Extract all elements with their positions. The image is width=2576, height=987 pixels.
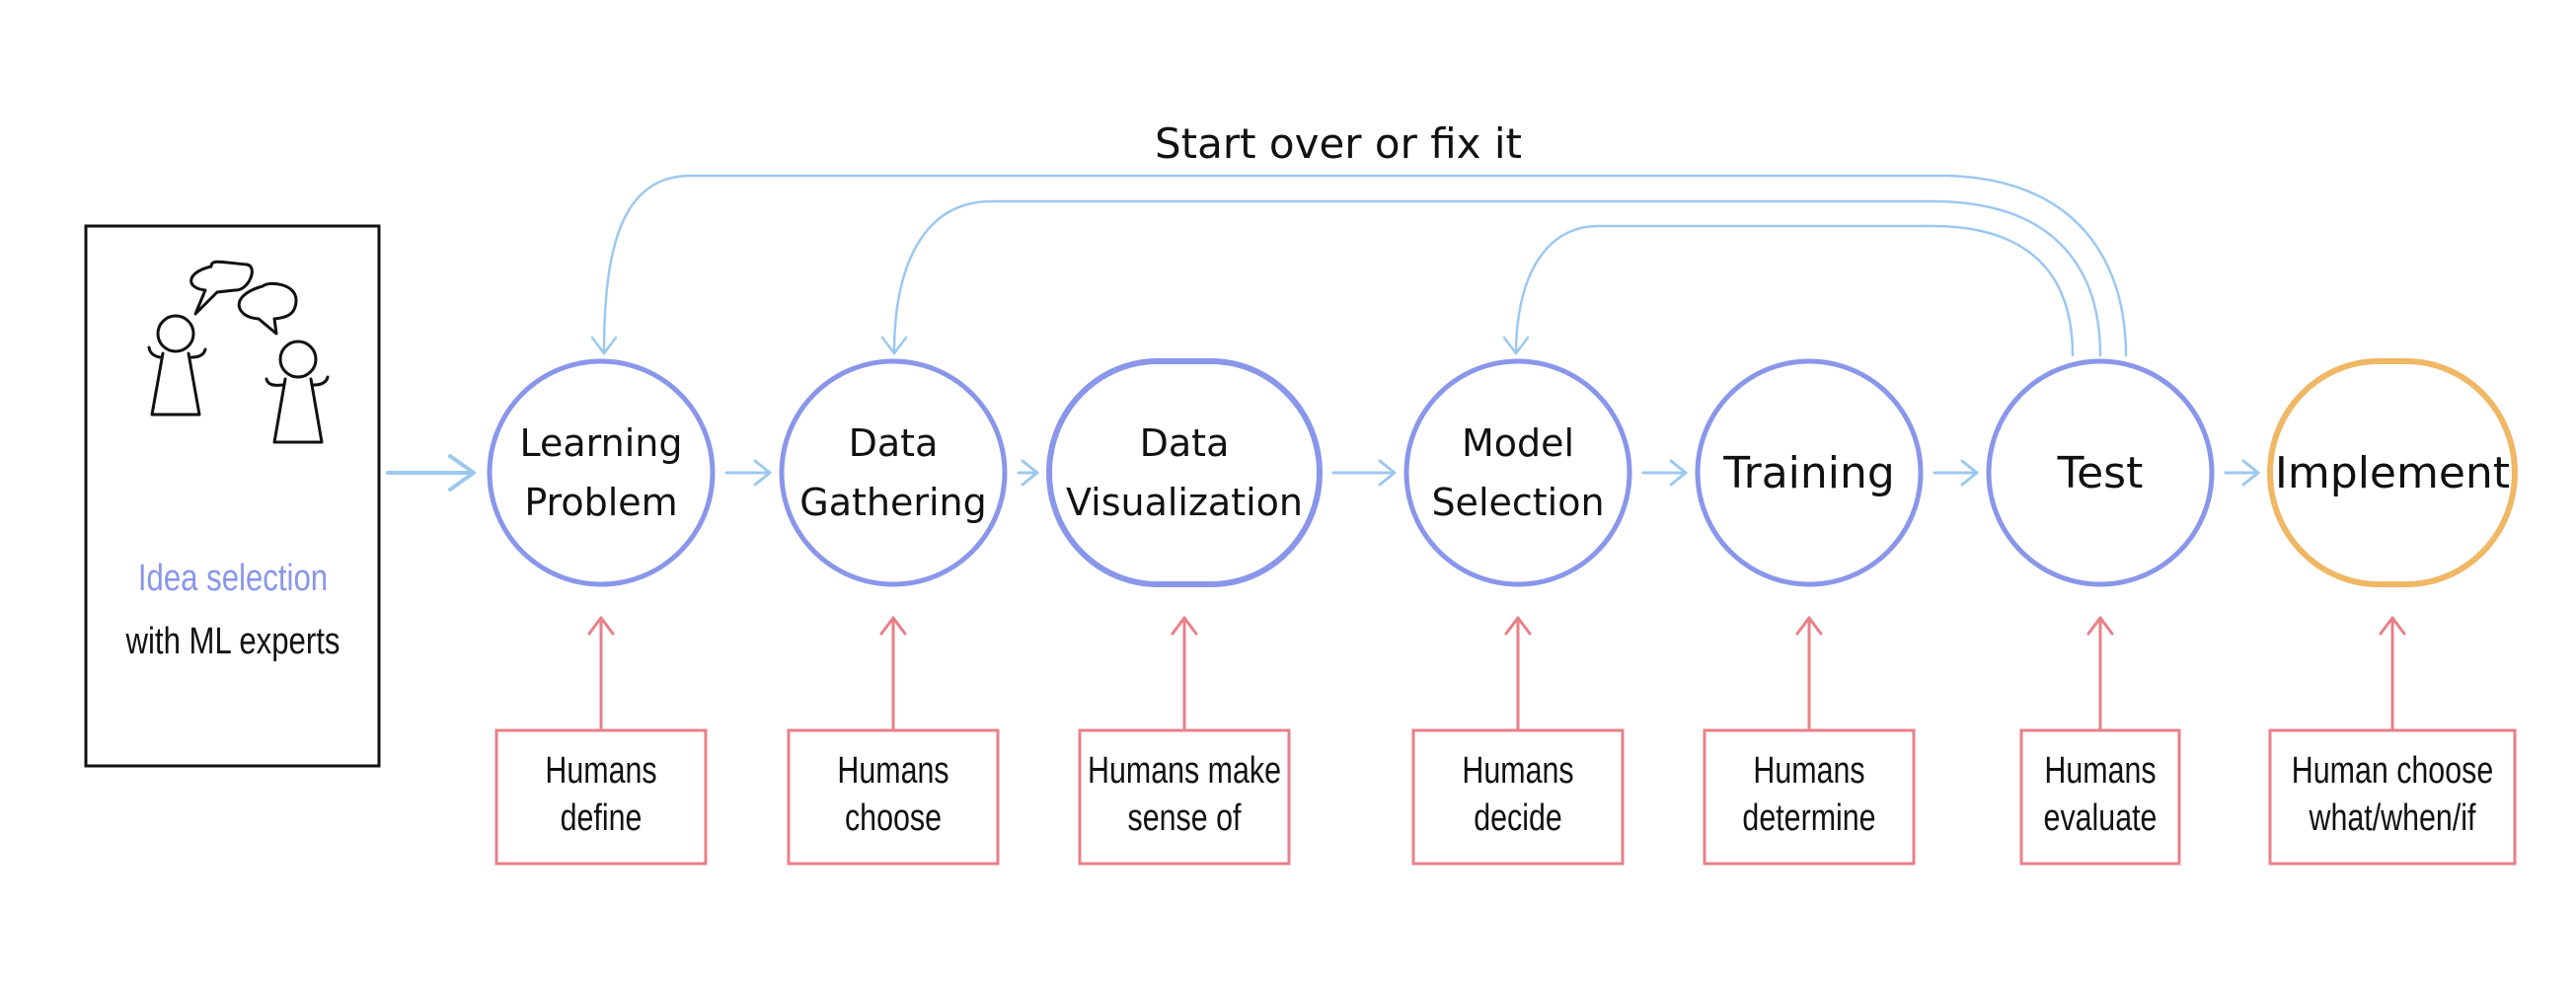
human-input-arrow (2379, 616, 2406, 732)
flow-arrow (724, 459, 772, 487)
loop-arrows (590, 174, 2128, 357)
stage-label: Problem (524, 481, 677, 524)
loop-label: Start over or fix it (1155, 119, 1522, 168)
stage-node (487, 358, 716, 587)
stage-label: Data (1140, 421, 1230, 465)
human-role-text: define (561, 797, 643, 839)
stage-node (1695, 358, 1924, 587)
human-input-arrow (2086, 616, 2114, 732)
human-role-box (1078, 728, 1291, 866)
stage-label: Selection (1431, 481, 1604, 524)
human-role-box (494, 728, 708, 866)
stage-label: Implement (2275, 448, 2510, 498)
stage-node (2267, 358, 2518, 587)
stage-node (1403, 358, 1632, 587)
human-role-box (2268, 728, 2517, 866)
idea-selection-title: Idea selection (138, 558, 328, 599)
stage-label: Visualization (1066, 481, 1303, 524)
human-role-text: evaluate (2044, 797, 2158, 839)
stage-node (1046, 358, 1323, 587)
human-role-text: Human choose (2292, 750, 2493, 792)
human-role-box (2019, 728, 2181, 866)
stage-label: Model (1462, 421, 1574, 465)
idea-selection-subtitle: with ML experts (125, 621, 341, 662)
stage-label: Gathering (799, 481, 986, 524)
flow-arrow (1331, 459, 1397, 487)
human-input-arrow (587, 616, 615, 732)
flow-arrow (2224, 459, 2260, 487)
human-input-arrow (1171, 616, 1198, 732)
flow-arrow (1017, 459, 1039, 487)
idea-box (84, 224, 381, 768)
human-role-text: Humans (1462, 750, 1573, 792)
human-role-text: decide (1474, 797, 1562, 839)
human-role-text: choose (845, 797, 942, 839)
people-discussion-icon (147, 260, 330, 444)
human-input-arrow (1795, 616, 1823, 732)
loop-to-model-selection (1514, 224, 2075, 357)
human-role-box (1411, 728, 1625, 866)
human-role-text: sense of (1128, 797, 1242, 839)
human-role-text: what/when/if (2309, 797, 2476, 839)
stage-label: Data (849, 421, 939, 465)
human-role-text: Humans (545, 750, 656, 792)
loop-to-learning-problem (602, 174, 2128, 357)
loop-to-data-gathering (892, 199, 2102, 357)
human-role-text: Humans (837, 750, 948, 792)
human-role-text: Humans (2044, 750, 2156, 792)
flow-arrow (1641, 459, 1688, 487)
flow-arrow (1932, 459, 1979, 487)
human-role-box (787, 728, 1000, 866)
human-input-arrow (1504, 616, 1532, 732)
stage-label: Training (1722, 448, 1895, 498)
stage-label: Learning (520, 421, 683, 465)
stage-node (779, 358, 1008, 587)
stage-label: Test (2057, 448, 2144, 498)
human-role-box (1703, 728, 1916, 866)
stage-node (1986, 358, 2215, 587)
entry-arrow (386, 454, 476, 492)
human-role-text: determine (1742, 797, 1875, 839)
human-role-text: Humans make (1088, 750, 1281, 792)
human-input-arrow (879, 616, 907, 732)
human-role-text: Humans (1753, 750, 1864, 792)
